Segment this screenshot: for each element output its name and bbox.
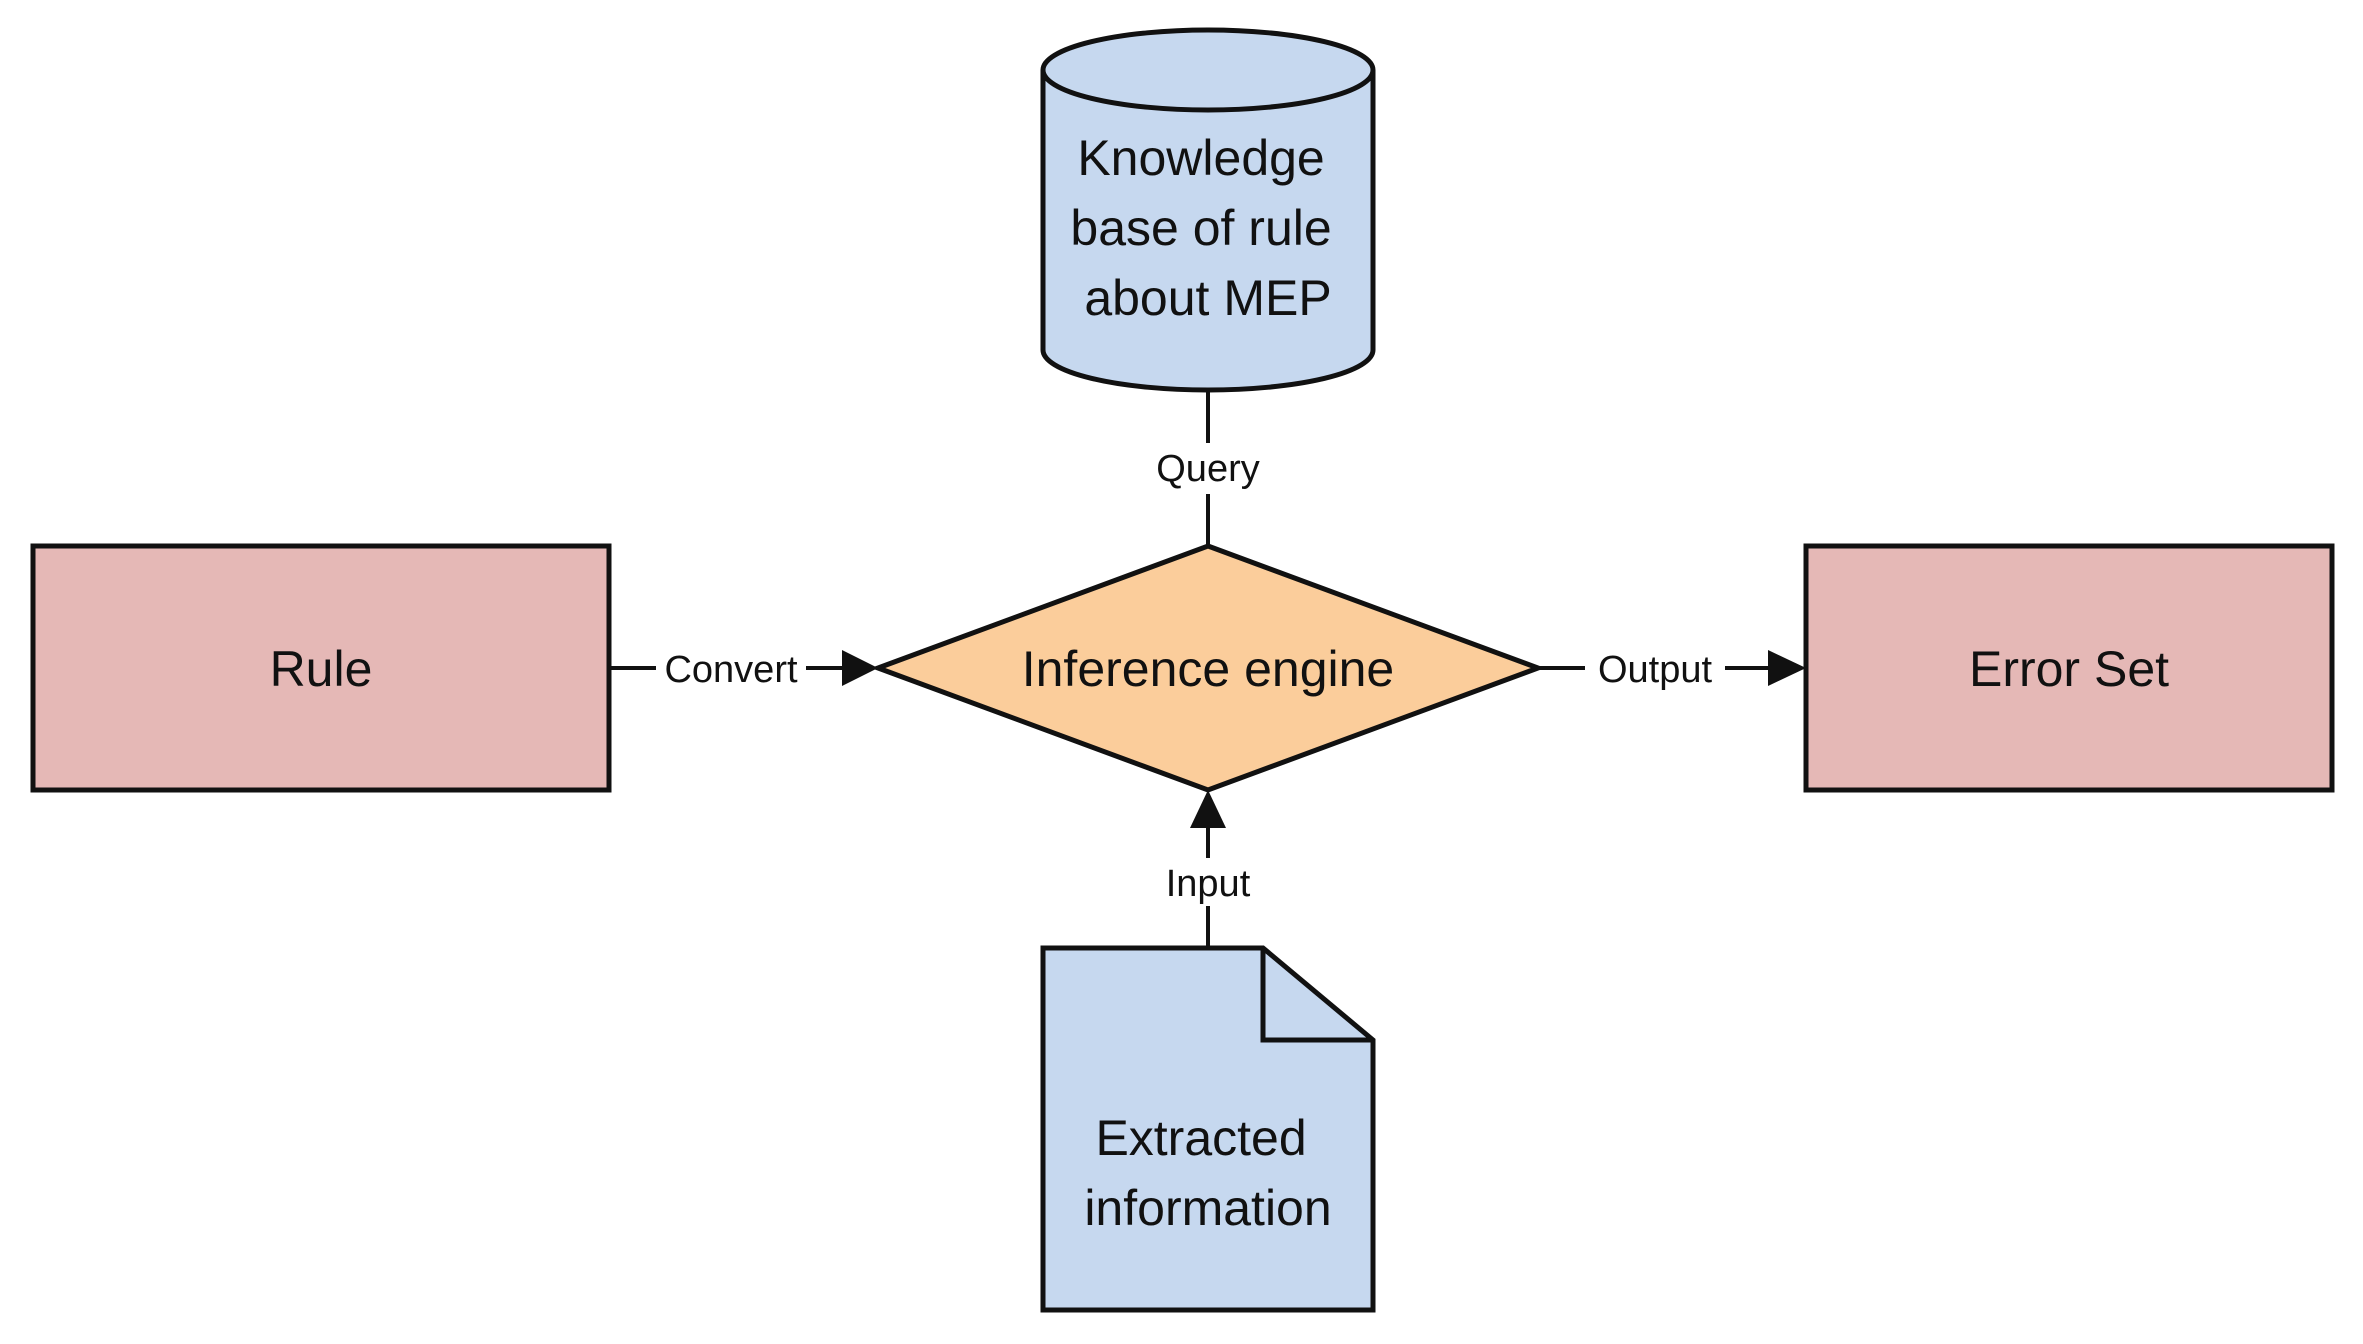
rule-label: Rule <box>270 641 373 697</box>
extracted-information-label-line-2: information <box>1084 1180 1331 1236</box>
output-connector: Output <box>1538 649 1806 691</box>
query-connector: Query <box>1156 390 1260 546</box>
document-folded-corner <box>1260 948 1373 1043</box>
input-label: Input <box>1166 863 1251 905</box>
extracted-information-label-line-1: Extracted <box>1095 1110 1306 1166</box>
convert-arrowhead <box>842 650 878 686</box>
knowledge-base-label-line-3: about MEP <box>1084 270 1331 326</box>
rule-node: Rule <box>30 543 612 793</box>
error-set-node: Error Set <box>1803 543 2335 793</box>
convert-label: Convert <box>664 649 797 691</box>
inference-engine-node: Inference engine <box>870 543 1546 793</box>
input-connector: Input <box>1166 790 1251 948</box>
extracted-information-node: Extracted information <box>1040 945 1376 1313</box>
knowledge-base-cylinder-body <box>1040 70 1376 393</box>
knowledge-base-cylinder-top <box>1040 27 1376 113</box>
output-arrowhead <box>1768 650 1806 686</box>
knowledge-base-node: Knowledge base of rule about MEP <box>1040 27 1376 393</box>
convert-connector: Convert <box>609 649 878 691</box>
error-set-box <box>1803 543 2335 793</box>
knowledge-base-label-line-2: base of rule <box>1070 200 1331 256</box>
error-set-label: Error Set <box>1969 641 2169 697</box>
query-label: Query <box>1156 448 1259 490</box>
inference-engine-label: Inference engine <box>1022 641 1395 697</box>
knowledge-base-label-line-1: Knowledge <box>1077 130 1324 186</box>
output-label: Output <box>1598 649 1713 691</box>
rule-box <box>30 543 612 793</box>
svg-text:Extracted information: Extracted information <box>1084 1110 1331 1236</box>
input-arrowhead <box>1190 790 1226 828</box>
svg-text:Knowledge base of rule: Knowledge base of rule about MEP <box>1070 130 1345 326</box>
